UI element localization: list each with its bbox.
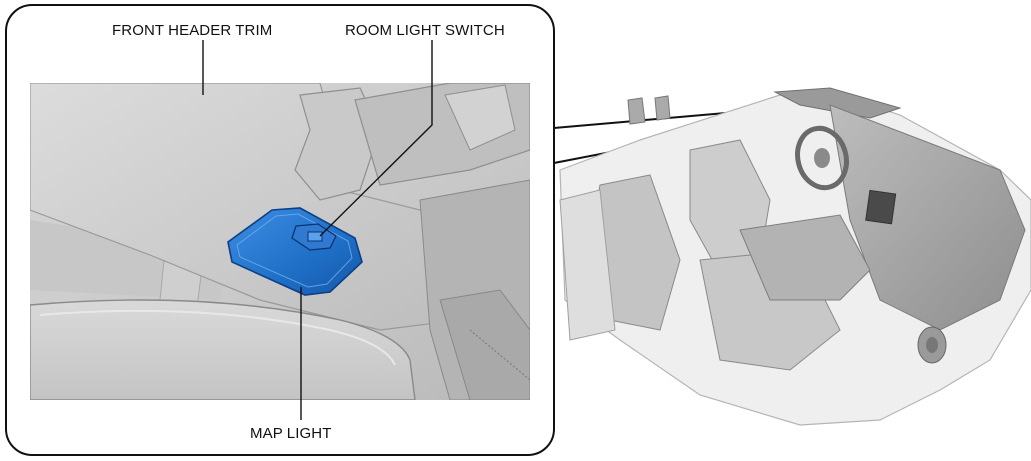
vehicle-interior-overview xyxy=(559,87,1031,426)
map-light[interactable] xyxy=(227,207,363,296)
sun-visor xyxy=(30,299,416,400)
detail-view xyxy=(30,83,530,400)
map-light-label: MAP LIGHT xyxy=(250,425,332,442)
room-light-switch-label: ROOM LIGHT SWITCH xyxy=(345,22,505,39)
mirror-mount xyxy=(294,87,381,201)
front-header-trim-label: FRONT HEADER TRIM xyxy=(112,22,273,39)
leader-room-light-switch xyxy=(319,40,433,237)
